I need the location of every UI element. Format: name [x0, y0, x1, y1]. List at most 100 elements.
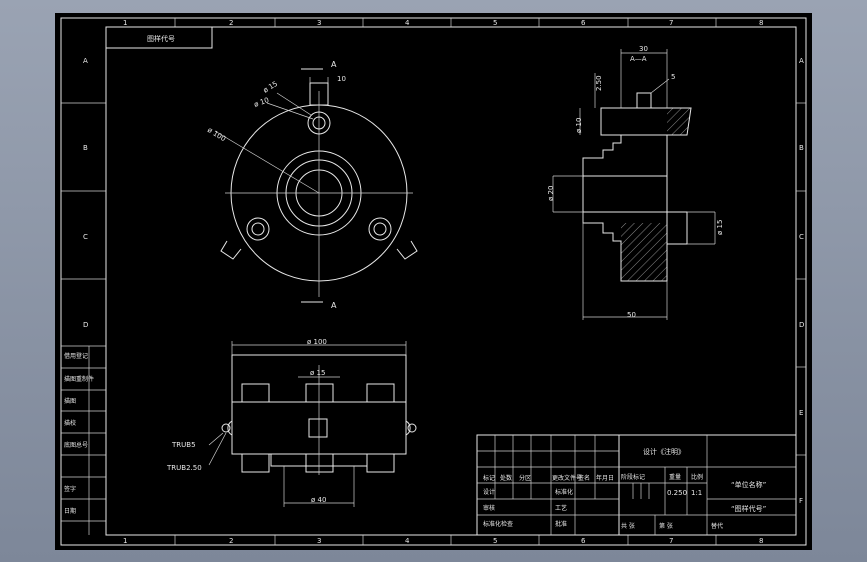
tb-replace: 替代	[711, 522, 723, 530]
tb-check: 审核	[483, 504, 495, 512]
tb-process: 工艺	[555, 504, 567, 512]
leader-d10	[266, 102, 314, 120]
border-columns: 1 2 3 4 5 6 7 8 1 2 3 4 5 6 7 8	[123, 18, 763, 545]
col-8-top: 8	[759, 19, 763, 27]
top-label-box	[105, 26, 213, 49]
dim-d10-top: ø 10	[253, 96, 270, 109]
front-label-trub2-50: TRUB2.50	[166, 464, 202, 472]
section-dim-d10: ø 10	[575, 118, 583, 133]
col-5-top: 5	[493, 19, 497, 27]
tb-stage: 阶段标记	[621, 473, 645, 481]
col-4-bottom: 4	[405, 537, 410, 545]
row-a-left: A	[83, 57, 88, 65]
section-mark-top: A	[331, 60, 337, 69]
col-3-top: 3	[317, 19, 321, 27]
strip-item-0: 借用登记	[64, 352, 88, 360]
bolt-hole-right	[368, 217, 392, 241]
tb-scale: 0.250	[667, 489, 687, 497]
dim-d100-top: ø 100	[206, 126, 227, 143]
strip-item-6: 日期	[64, 507, 76, 515]
col-1-top: 1	[123, 19, 127, 27]
inner-frame	[105, 26, 797, 536]
row-c-left: C	[83, 233, 88, 241]
front-dim-d15: ø 15	[310, 369, 325, 377]
border-rows: A B C D A B C D E F	[61, 57, 806, 505]
tb-school: “单位名称”	[731, 480, 766, 489]
col-5-bottom: 5	[493, 537, 497, 545]
col-8-bottom: 8	[759, 537, 763, 545]
col-6-bottom: 6	[581, 537, 586, 545]
strip-item-5: 签字	[64, 485, 76, 493]
top-label: 图样代号	[147, 34, 175, 43]
col-2-top: 2	[229, 19, 233, 27]
bolt-hole-left-inner	[251, 222, 265, 236]
top-view: A A 10 ø 15 ø 10 ø 100	[206, 60, 418, 310]
strip-item-1: 描图重制件	[64, 375, 94, 383]
left-revision-strip: 借用登记 描图重制件 描图 描校 底图总号 签字 日期	[61, 345, 106, 535]
leader-d100	[214, 130, 320, 194]
leader-d15	[276, 92, 312, 116]
drawing-sheet: 1 2 3 4 5 6 7 8 1 2 3 4 5 6 7 8 A B C D …	[55, 13, 812, 550]
outer-frame	[60, 17, 807, 546]
col-7-top: 7	[669, 19, 673, 27]
tb-scale-ratio: 1:1	[691, 489, 702, 497]
bolt-hole-top	[307, 111, 331, 135]
row-d-right: D	[799, 321, 804, 329]
row-b-left: B	[83, 144, 88, 152]
tb-sheet-no: 第 张	[659, 522, 673, 530]
col-6-top: 6	[581, 19, 586, 27]
section-dim-2-50: 2.50	[595, 75, 603, 91]
tb-col6: 年月日	[596, 474, 614, 482]
tb-drawing-no: “图样代号”	[731, 504, 766, 513]
row-a-right: A	[799, 57, 804, 65]
col-1-bottom: 1	[123, 537, 127, 545]
section-boss	[636, 92, 652, 108]
section-view: A—A 30 5 2.50 ø 10 ø 20 ø 15 50	[547, 45, 724, 320]
section-dim-5: 5	[671, 73, 675, 81]
col-2-bottom: 2	[229, 537, 233, 545]
front-label-trub5: TRUB5	[171, 441, 196, 449]
dim-d15-top: ø 15	[262, 80, 279, 95]
tb-col5: 签名	[578, 474, 590, 482]
section-dim-d15: ø 15	[716, 220, 724, 235]
tb-weight: 重量	[669, 473, 681, 481]
tb-col2: 处数	[500, 474, 512, 482]
col-4-top: 4	[405, 19, 410, 27]
tb-col4: 更改文件号	[552, 474, 582, 482]
section-dim-30: 30	[639, 45, 648, 53]
title-block: 标记 处数 分区 更改文件号 签名 年月日 设计 标准化 审核 工艺 标准化检查…	[476, 434, 797, 536]
dim-slot: 10	[337, 75, 346, 83]
lug-right	[396, 240, 418, 260]
strip-item-3: 描校	[64, 419, 76, 427]
section-title: A—A	[630, 55, 647, 63]
strip-item-2: 描图	[64, 397, 76, 405]
bolt-hole-top-inner	[312, 116, 326, 130]
col-3-bottom: 3	[317, 537, 321, 545]
section-dim-d20: ø 20	[547, 186, 555, 201]
col-7-bottom: 7	[669, 537, 673, 545]
front-center-hole	[308, 418, 328, 438]
row-d-left: D	[83, 321, 88, 329]
tb-design: 设计	[483, 488, 495, 496]
bolt-hole-left	[246, 217, 270, 241]
front-view: ø 100 ø 15 ø 40 TRUB5 TRUB2.50	[166, 338, 417, 507]
row-e-right: E	[799, 409, 803, 417]
section-dim-50: 50	[627, 311, 636, 319]
lug-left	[220, 240, 242, 260]
bolt-hole-right-inner	[373, 222, 387, 236]
section-bore	[582, 175, 668, 213]
strip-item-4: 底图总号	[64, 441, 88, 449]
cad-drawing: 1 2 3 4 5 6 7 8 1 2 3 4 5 6 7 8 A B C D …	[60, 17, 807, 546]
tb-std: 标准化	[555, 488, 573, 496]
tb-col1: 标记	[483, 474, 495, 482]
tb-std2: 标准化检查	[483, 520, 513, 528]
tb-approve: 批准	[555, 520, 567, 528]
tb-scale-label: 比例	[691, 473, 703, 481]
tb-sheets: 共 张	[621, 522, 635, 530]
row-f-right: F	[799, 497, 803, 505]
row-b-right: B	[799, 144, 804, 152]
top-slot	[309, 82, 329, 106]
front-dim-d100: ø 100	[307, 338, 327, 346]
tb-part-name: 设计《注明》	[643, 447, 685, 456]
row-c-right: C	[799, 233, 804, 241]
